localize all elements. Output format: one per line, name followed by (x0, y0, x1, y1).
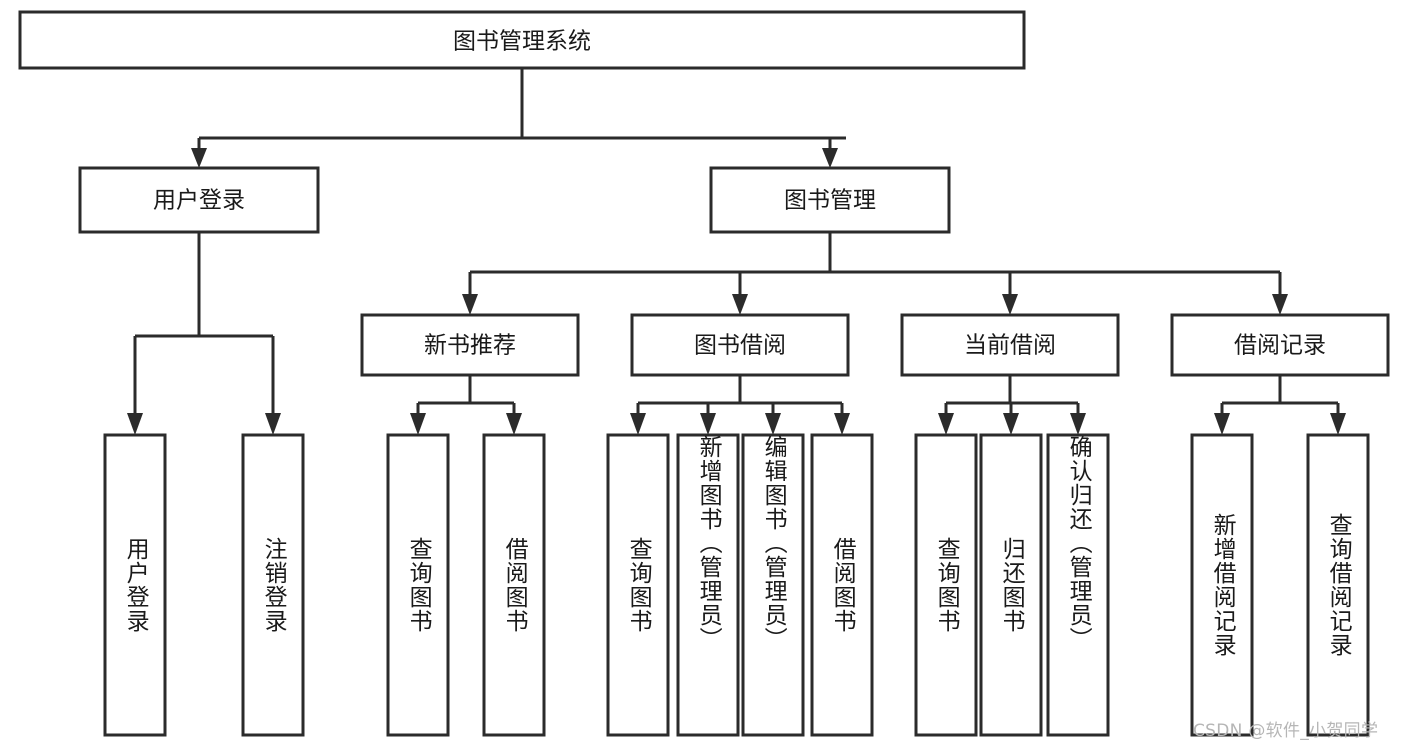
node-user-login-label: 用户登录 (153, 188, 245, 214)
node-current-borrow-label: 当前借阅 (964, 333, 1056, 359)
node-book-borrow[interactable]: 图书借阅 (630, 313, 850, 377)
leaf-box-book-borrow-4[interactable] (810, 433, 874, 737)
node-book-management-label: 图书管理 (784, 188, 876, 214)
watermark-text: CSDN @软件_小贺同学 (1193, 721, 1379, 741)
connector-bookborrow-to-leaves (630, 375, 850, 435)
node-borrow-record[interactable]: 借阅记录 (1170, 313, 1390, 377)
node-borrow-record-label: 借阅记录 (1234, 333, 1326, 359)
leaf-box-user-login-1[interactable] (103, 433, 167, 737)
leaf-box-current-borrow-1[interactable] (914, 433, 978, 737)
leaf-box-book-borrow-1[interactable] (606, 433, 670, 737)
node-new-book-recommend-label: 新书推荐 (424, 333, 516, 359)
node-root[interactable]: 图书管理系统 (18, 10, 1026, 70)
node-current-borrow[interactable]: 当前借阅 (900, 313, 1120, 377)
leaf-box-borrow-record-2[interactable] (1306, 433, 1370, 737)
connector-bookmgmt-to-level3 (462, 232, 1288, 315)
connector-userlogin-to-leaves (127, 232, 281, 435)
connector-root-to-level2 (191, 68, 846, 168)
connector-newbook-to-leaves (410, 375, 522, 435)
leaf-box-current-borrow-2[interactable] (979, 433, 1043, 737)
leaf-box-current-borrow-3[interactable] (1046, 433, 1110, 737)
node-book-borrow-label: 图书借阅 (694, 333, 786, 359)
node-new-book-recommend[interactable]: 新书推荐 (360, 313, 580, 377)
connector-borrowrecord-to-leaves (1214, 375, 1346, 435)
leaf-box-book-borrow-2[interactable] (676, 433, 740, 737)
node-user-login[interactable]: 用户登录 (78, 166, 320, 234)
node-root-label: 图书管理系统 (453, 29, 591, 55)
leaf-box-book-borrow-3[interactable] (741, 433, 805, 737)
leaf-box-borrow-record-1[interactable] (1190, 433, 1254, 737)
node-book-management[interactable]: 图书管理 (709, 166, 951, 234)
leaf-box-new-book-2[interactable] (482, 433, 546, 737)
leaf-box-user-login-2[interactable] (241, 433, 305, 737)
leaf-box-new-book-1[interactable] (386, 433, 450, 737)
connector-currentborrow-to-leaves (938, 375, 1086, 435)
